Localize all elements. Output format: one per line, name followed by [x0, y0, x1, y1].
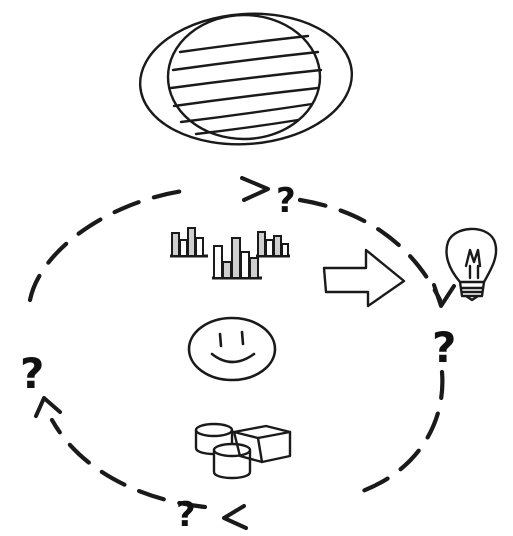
question-mark-right: ? [432, 323, 456, 372]
question-mark-left: ? [20, 349, 44, 398]
question-mark-bottom: ? [176, 495, 196, 535]
cycle-arrowheads [34, 176, 456, 530]
bar-chart-large-middle [212, 237, 262, 280]
bar-chart-small-right [256, 231, 290, 258]
bar-chart-small-left [170, 227, 208, 258]
arrow-right-icon [322, 248, 406, 308]
globe-icon [138, 12, 354, 146]
cycle-loop [27, 187, 445, 510]
smiley-face-icon [187, 316, 277, 382]
database-cylinders-icon [194, 422, 252, 480]
lightbulb-icon [445, 227, 498, 302]
bar-charts-icon [170, 227, 290, 280]
cube-icon [232, 424, 292, 464]
question-mark-top: ? [276, 181, 296, 221]
